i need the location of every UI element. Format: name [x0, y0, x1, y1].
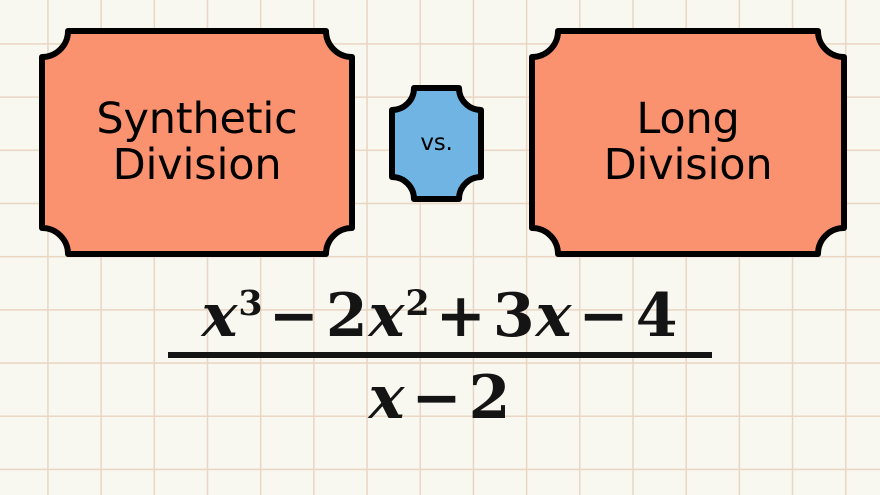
numerator-term-x-cubed-base: x [201, 281, 239, 351]
numerator-term-x-cubed-exponent: 3 [238, 283, 263, 324]
synthetic-division-box-shape [39, 28, 355, 257]
synthetic-division-box[interactable]: Synthetic Division [39, 28, 355, 257]
numerator-term-x-linear: x [535, 281, 573, 351]
long-division-box-label: Long Division [603, 93, 773, 190]
versus-badge-label: vs. [420, 130, 453, 157]
fraction-denominator: x−2 [369, 358, 512, 428]
fraction-bar [168, 352, 712, 358]
long-division-box-shape [529, 28, 847, 257]
denominator-constant-2: 2 [468, 363, 512, 433]
numerator-term-x-squared-exponent: 2 [405, 283, 430, 324]
numerator-constant-4: 4 [635, 281, 679, 351]
denominator-term-x: x [368, 363, 406, 433]
fraction-numerator: x3−2x2+3x−4 [192, 286, 689, 352]
versus-badge: vs. [389, 85, 484, 202]
synthetic-division-box-label: Synthetic Division [96, 93, 298, 190]
long-division-box[interactable]: Long Division [529, 28, 847, 257]
rational-expression: x3−2x2+3x−4 x−2 [0, 286, 880, 428]
numerator-operator-minus-1: − [268, 281, 320, 351]
numerator-coefficient-3: 3 [492, 281, 536, 351]
numerator-operator-minus-2: − [578, 281, 630, 351]
versus-badge-shape [389, 85, 484, 202]
numerator-term-x-squared-base: x [368, 281, 406, 351]
numerator-operator-plus: + [435, 281, 487, 351]
numerator-coefficient-2: 2 [325, 281, 369, 351]
denominator-operator-minus: − [411, 363, 463, 433]
